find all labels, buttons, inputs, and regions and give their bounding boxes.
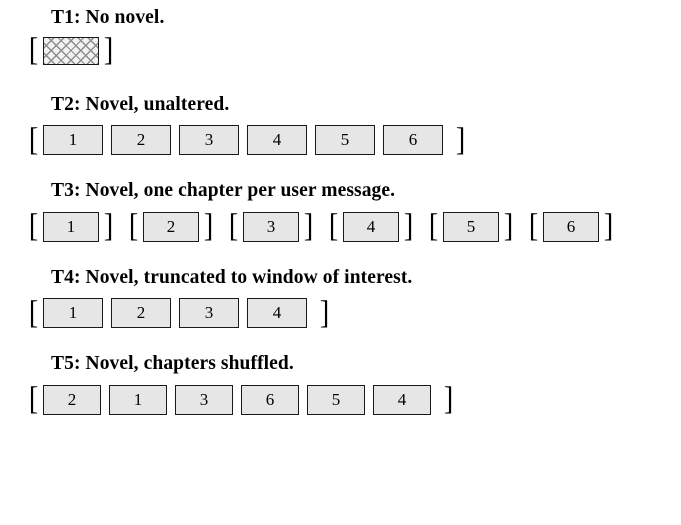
bracket-right-icon: ]: [603, 208, 614, 245]
chapter-box: 6: [543, 211, 599, 242]
bracketed-chapter-unit: [ 5 ]: [428, 208, 514, 245]
treatment-block-t5: T5: Novel, chapters shuffled. [ 2 1 3 6 …: [0, 328, 681, 418]
treatment-title-t3: T3: Novel, one chapter per user message.: [51, 180, 396, 201]
chapter-box: 5: [315, 125, 375, 155]
chapter-box: 2: [43, 384, 101, 415]
treatment-row-t2: [ 1 2 3 4 5 6 ]: [0, 121, 681, 158]
bracketed-chapter-unit: [ 1 ]: [28, 208, 114, 245]
chapter-box: 4: [373, 384, 431, 415]
bracket-right-icon: ]: [403, 208, 414, 245]
bracket-left-icon: [: [428, 208, 439, 245]
bracket-left-icon: [: [328, 208, 339, 245]
treatment-title-t4: T4: Novel, truncated to window of intere…: [51, 266, 413, 288]
bracket-left-icon: [: [228, 208, 239, 245]
chapter-box: 2: [111, 125, 171, 155]
treatment-row-t4: [ 1 2 3 4 ]: [0, 294, 681, 331]
chapter-box: 4: [247, 125, 307, 155]
bracketed-chapter-unit: [ 2 ]: [128, 208, 214, 245]
treatment-block-t4: T4: Novel, truncated to window of intere…: [0, 242, 681, 329]
bracket-right-icon: ]: [103, 32, 114, 69]
bracket-left-icon: [: [28, 294, 39, 331]
chapter-box: 3: [243, 211, 299, 242]
chapter-box: 4: [247, 298, 307, 328]
chapter-box: 1: [109, 384, 167, 415]
chapter-box: 4: [343, 211, 399, 242]
treatment-row-t3: [ 1 ] [ 2 ] [ 3 ] [ 4 ] [ 5 ]: [0, 208, 681, 245]
treatment-block-t3: T3: Novel, one chapter per user message.…: [0, 155, 681, 245]
bracket-left-icon: [: [128, 208, 139, 245]
chapter-box: 1: [43, 211, 99, 242]
bracketed-chapter-unit: [ 4 ]: [328, 208, 414, 245]
treatment-row-t1: [ ]: [0, 32, 681, 69]
chapter-box: 6: [241, 384, 299, 415]
treatment-title-t1: T1: No novel.: [51, 7, 165, 28]
chapter-box: 2: [111, 298, 171, 328]
chapter-box: 3: [179, 125, 239, 155]
treatment-block-t1: T1: No novel. [ ]: [0, 0, 681, 69]
bracket-left-icon: [: [28, 121, 39, 158]
bracket-right-icon: ]: [503, 208, 514, 245]
chapter-box: 3: [179, 298, 239, 328]
treatment-title-t5: T5: Novel, chapters shuffled.: [51, 353, 294, 374]
bracketed-chapter-unit: [ 6 ]: [528, 208, 614, 245]
bracket-left-icon: [: [28, 381, 39, 418]
hatched-empty-box: [43, 36, 99, 65]
bracket-left-icon: [: [28, 208, 39, 245]
chapter-box: 5: [307, 384, 365, 415]
chapter-box: 5: [443, 211, 499, 242]
treatment-row-t5: [ 2 1 3 6 5 4 ]: [0, 381, 681, 418]
chapter-box: 3: [175, 384, 233, 415]
bracket-right-icon: ]: [103, 208, 114, 245]
bracket-right-icon: ]: [303, 208, 314, 245]
treatment-title-t2: T2: Novel, unaltered.: [51, 93, 230, 115]
treatment-block-t2: T2: Novel, unaltered. [ 1 2 3 4 5 6 ]: [0, 65, 681, 156]
bracket-right-icon: ]: [319, 294, 330, 331]
bracket-left-icon: [: [28, 32, 39, 69]
chapter-box: 1: [43, 298, 103, 328]
bracket-right-icon: ]: [455, 121, 466, 158]
chapter-box: 6: [383, 125, 443, 155]
chapter-box: 2: [143, 211, 199, 242]
bracket-right-icon: ]: [203, 208, 214, 245]
bracketed-chapter-unit: [ 3 ]: [228, 208, 314, 245]
bracket-left-icon: [: [528, 208, 539, 245]
bracket-right-icon: ]: [443, 381, 454, 418]
chapter-box: 1: [43, 125, 103, 155]
